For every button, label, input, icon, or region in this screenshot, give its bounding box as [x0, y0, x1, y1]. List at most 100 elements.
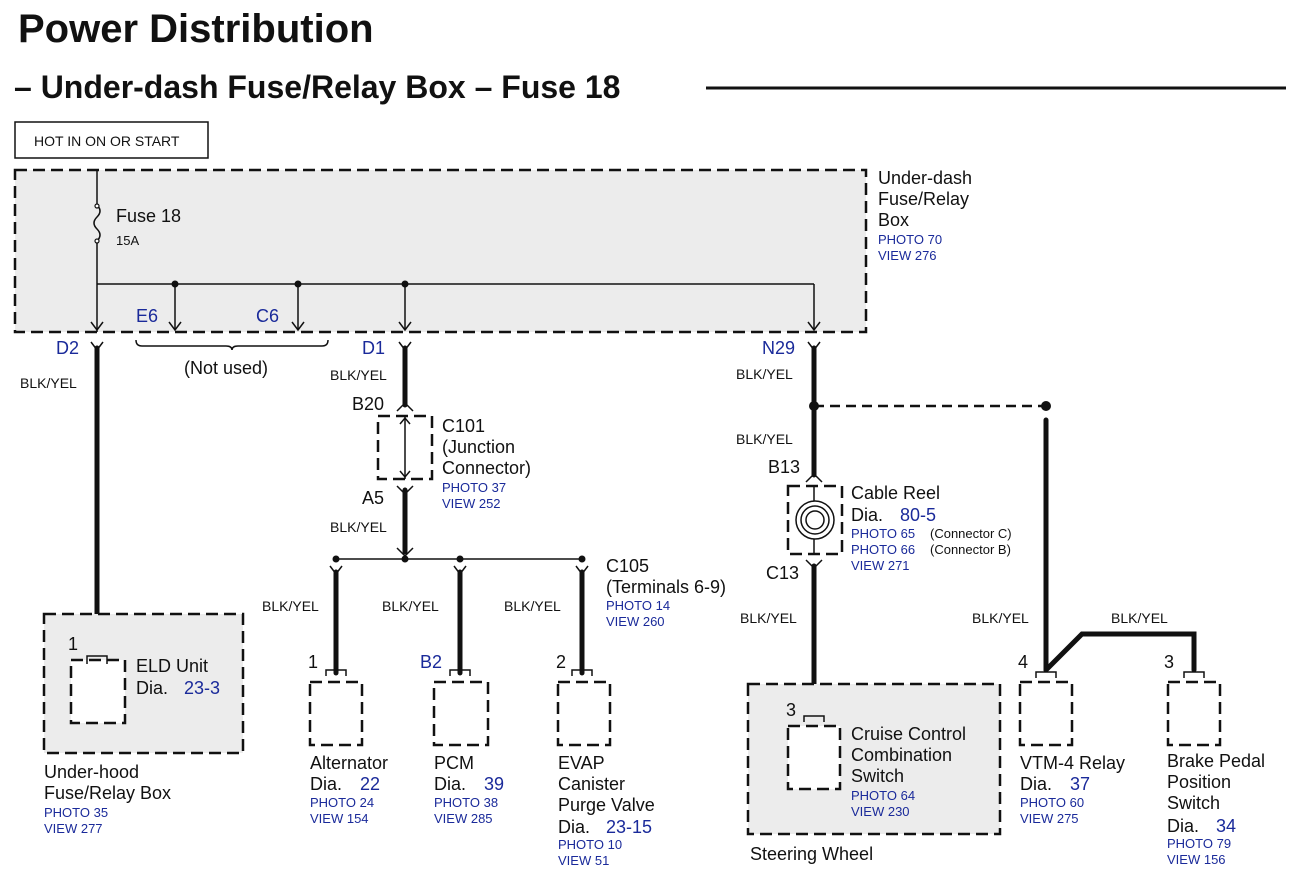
fusebox-name-3: Box	[878, 210, 909, 230]
vtm4-dia: 37	[1070, 774, 1090, 794]
wire-color-d1: BLK/YEL	[330, 367, 387, 383]
cable-reel-view: VIEW 271	[851, 558, 910, 573]
c101-desc-2: Connector)	[442, 458, 531, 478]
vtm4-photo: PHOTO 60	[1020, 795, 1084, 810]
wire-color-cruise: BLK/YEL	[740, 610, 797, 626]
c105-desc: (Terminals 6-9)	[606, 577, 726, 597]
cruise-pin: 3	[786, 700, 796, 720]
terminal-c13: C13	[766, 563, 799, 583]
cable-reel-photo2: PHOTO 66	[851, 542, 915, 557]
alternator-name: Alternator	[310, 753, 388, 773]
fuse-name: Fuse 18	[116, 206, 181, 226]
eld-pin: 1	[68, 634, 78, 654]
c105-name: C105	[606, 556, 649, 576]
wire-color-brake: BLK/YEL	[1111, 610, 1168, 626]
pcm-connector	[432, 680, 490, 747]
fusebox-view: VIEW 276	[878, 248, 937, 263]
wire-color-n29: BLK/YEL	[736, 366, 793, 382]
evap-name-2: Canister	[558, 774, 625, 794]
cable-reel-photo1-note: (Connector C)	[930, 526, 1012, 541]
evap-dia-label: Dia.	[558, 817, 590, 837]
cable-reel-name: Cable Reel	[851, 483, 940, 503]
evap-view: VIEW 51	[558, 853, 609, 868]
cable-reel-photo1: PHOTO 65	[851, 526, 915, 541]
wire-color-pcm: BLK/YEL	[382, 598, 439, 614]
fusebox-name-2: Fuse/Relay	[878, 189, 969, 209]
eld-name: ELD Unit	[136, 656, 208, 676]
not-used-bracket	[135, 339, 329, 351]
pcm-view: VIEW 285	[434, 811, 493, 826]
alternator-pin: 1	[308, 652, 318, 672]
underhood-view: VIEW 277	[44, 821, 103, 836]
cable-reel-photo2-note: (Connector B)	[930, 542, 1011, 557]
vtm4-view: VIEW 275	[1020, 811, 1079, 826]
cable-reel-dia: 80-5	[900, 505, 936, 525]
c105-photo: PHOTO 14	[606, 598, 670, 613]
pcm-pin: B2	[420, 652, 442, 672]
hot-label-box	[14, 121, 209, 159]
evap-connector	[556, 680, 612, 747]
brake-connector	[1166, 680, 1222, 747]
c105-view: VIEW 260	[606, 614, 665, 629]
brake-name-3: Switch	[1167, 793, 1220, 813]
alternator-dia: 22	[360, 774, 380, 794]
terminal-d2: D2	[56, 338, 79, 358]
cable-reel-dia-label: Dia.	[851, 505, 883, 525]
pcm-dia: 39	[484, 774, 504, 794]
vtm4-connector	[1018, 680, 1074, 747]
underhood-name-2: Fuse/Relay Box	[44, 783, 171, 803]
wire-color-cable-reel-in: BLK/YEL	[736, 431, 793, 447]
wire-color-a5: BLK/YEL	[330, 519, 387, 535]
terminal-a5: A5	[362, 488, 384, 508]
fusebox-photo: PHOTO 70	[878, 232, 942, 247]
wire-color-alternator: BLK/YEL	[262, 598, 319, 614]
hot-label: HOT IN ON OR START	[34, 133, 180, 149]
c101-name: C101	[442, 416, 485, 436]
fuse-rating: 15A	[116, 233, 139, 248]
wire-color-evap: BLK/YEL	[504, 598, 561, 614]
terminal-e6: E6	[136, 306, 158, 326]
brake-name-2: Position	[1167, 772, 1231, 792]
brake-pin: 3	[1164, 652, 1174, 672]
fuse-symbol	[93, 204, 101, 242]
alternator-connector	[308, 680, 364, 747]
wire-brake	[1043, 631, 1197, 673]
cruise-name-1: Cruise Control	[851, 724, 966, 744]
evap-photo: PHOTO 10	[558, 837, 622, 852]
evap-dia: 23-15	[606, 817, 652, 837]
terminal-c6: C6	[256, 306, 279, 326]
vtm4-name: VTM-4 Relay	[1020, 753, 1125, 773]
eld-dia-label: Dia.	[136, 678, 168, 698]
cruise-view: VIEW 230	[851, 804, 910, 819]
page-title: Power Distribution	[18, 7, 374, 51]
fusebox-name-1: Under-dash	[878, 168, 972, 188]
pcm-photo: PHOTO 38	[434, 795, 498, 810]
cruise-photo: PHOTO 64	[851, 788, 915, 803]
vtm4-pin: 4	[1018, 652, 1028, 672]
steering-wheel-label: Steering Wheel	[750, 844, 873, 864]
not-used-label: (Not used)	[184, 358, 268, 378]
brake-dia-label: Dia.	[1167, 816, 1199, 836]
evap-pin: 2	[556, 652, 566, 672]
alternator-photo: PHOTO 24	[310, 795, 374, 810]
cruise-connector	[786, 724, 842, 791]
c101-photo: PHOTO 37	[442, 480, 506, 495]
alternator-dia-label: Dia.	[310, 774, 342, 794]
terminal-d1: D1	[362, 338, 385, 358]
c101-desc-1: (Junction	[442, 437, 515, 457]
vtm4-dia-label: Dia.	[1020, 774, 1052, 794]
pcm-dia-label: Dia.	[434, 774, 466, 794]
evap-name-3: Purge Valve	[558, 795, 655, 815]
cruise-name-3: Switch	[851, 766, 904, 786]
cable-reel-icon	[795, 500, 835, 540]
c101-view: VIEW 252	[442, 496, 501, 511]
under-dash-fuse-box	[13, 168, 868, 334]
wire-color-d2: BLK/YEL	[20, 375, 77, 391]
brake-view: VIEW 156	[1167, 852, 1226, 867]
terminal-b13: B13	[768, 457, 800, 477]
brake-dia: 34	[1216, 816, 1236, 836]
page-subtitle: – Under-dash Fuse/Relay Box – Fuse 18	[14, 69, 620, 105]
terminal-n29: N29	[762, 338, 795, 358]
pcm-name: PCM	[434, 753, 474, 773]
